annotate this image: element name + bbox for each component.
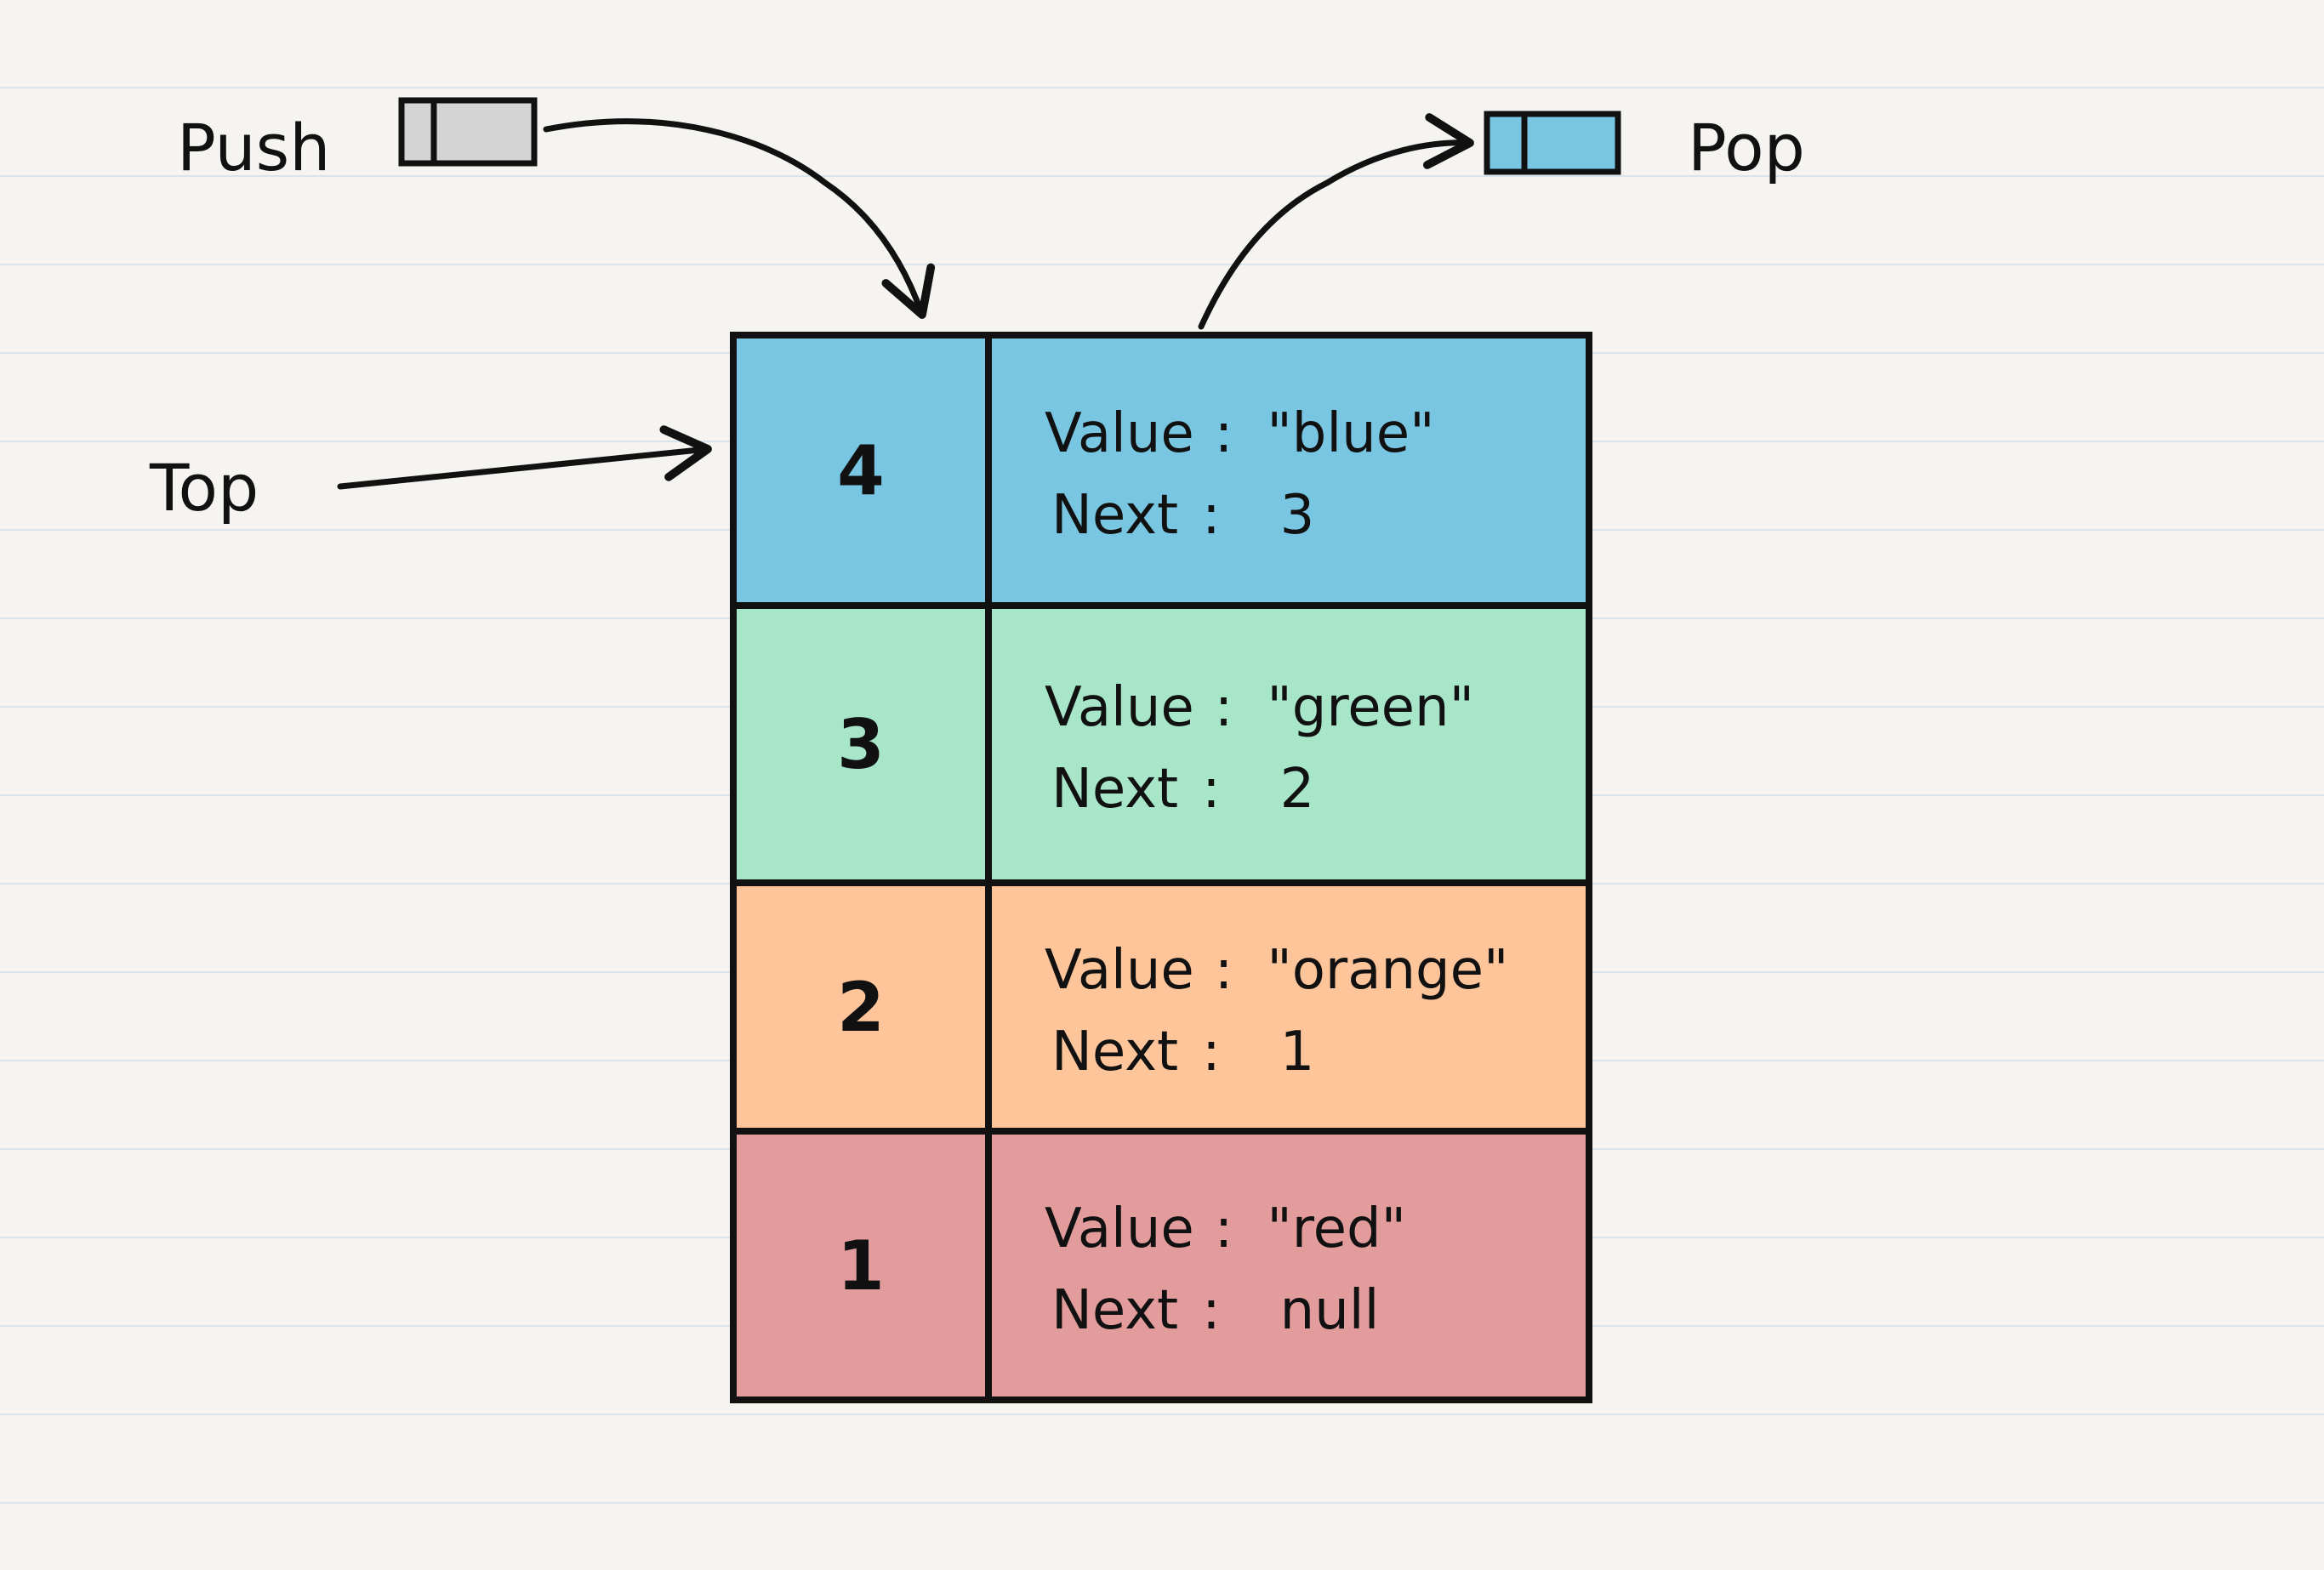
top-arrow (337, 425, 712, 490)
node-background (733, 1131, 1589, 1400)
value-text: "orange" (1267, 939, 1508, 1002)
node-next-line: Next:1 (1051, 1021, 1314, 1084)
stack-node-2: 2 Value: "orange" Next:1 (733, 883, 1589, 1131)
next-key: Next (1051, 1279, 1178, 1342)
stack-node-1: 1 Value: "red" Next: null (733, 1131, 1589, 1400)
node-value-line: Value: "orange" (1045, 939, 1508, 1002)
node-background (733, 335, 1589, 606)
node-next-line: Next: null (1051, 1279, 1379, 1342)
next-text: 3 (1280, 484, 1315, 547)
next-separator: : (1202, 1279, 1221, 1342)
push-label: Push (177, 110, 330, 185)
next-key: Next (1051, 1021, 1178, 1084)
value-separator: : (1215, 1197, 1233, 1260)
next-key: Next (1051, 484, 1178, 547)
pop-label: Pop (1688, 110, 1805, 185)
node-value-line: Value: "red" (1045, 1197, 1406, 1260)
node-index-label: 2 (837, 968, 885, 1047)
value-text: "blue" (1267, 402, 1434, 465)
node-index-label: 3 (837, 705, 885, 784)
node-next-line: Next:3 (1051, 484, 1314, 547)
stack-node-3: 3 Value: "green" Next:2 (733, 606, 1589, 883)
value-text: "red" (1267, 1197, 1406, 1260)
value-separator: : (1215, 939, 1233, 1002)
node-next-line: Next:2 (1051, 758, 1314, 821)
value-key: Value (1045, 676, 1194, 739)
next-separator: : (1202, 484, 1221, 547)
push-arrow (543, 118, 936, 319)
value-key: Value (1045, 939, 1194, 1002)
next-text: 1 (1280, 1021, 1315, 1084)
node-background (733, 883, 1589, 1131)
node-value-line: Value: "green" (1045, 676, 1474, 739)
node-index-label: 4 (837, 431, 885, 510)
value-key: Value (1045, 1197, 1194, 1260)
value-separator: : (1215, 402, 1233, 465)
node-background (733, 606, 1589, 883)
push-block-icon (398, 97, 538, 167)
next-separator: : (1202, 1021, 1221, 1084)
next-key: Next (1051, 758, 1178, 821)
stack-node-4: 4 Value: "blue" Next:3 (733, 335, 1589, 606)
value-text: "green" (1267, 676, 1474, 739)
next-text: 2 (1280, 758, 1315, 821)
next-separator: : (1202, 758, 1221, 821)
pop-arrow (1198, 113, 1474, 330)
pop-block-icon (1484, 111, 1621, 175)
next-text: null (1280, 1279, 1380, 1342)
top-label: Top (149, 450, 259, 526)
value-separator: : (1215, 676, 1233, 739)
value-key: Value (1045, 402, 1194, 465)
stack-grid-lines (730, 332, 1592, 1403)
node-value-line: Value: "blue" (1045, 402, 1435, 465)
node-index-label: 1 (837, 1226, 885, 1305)
